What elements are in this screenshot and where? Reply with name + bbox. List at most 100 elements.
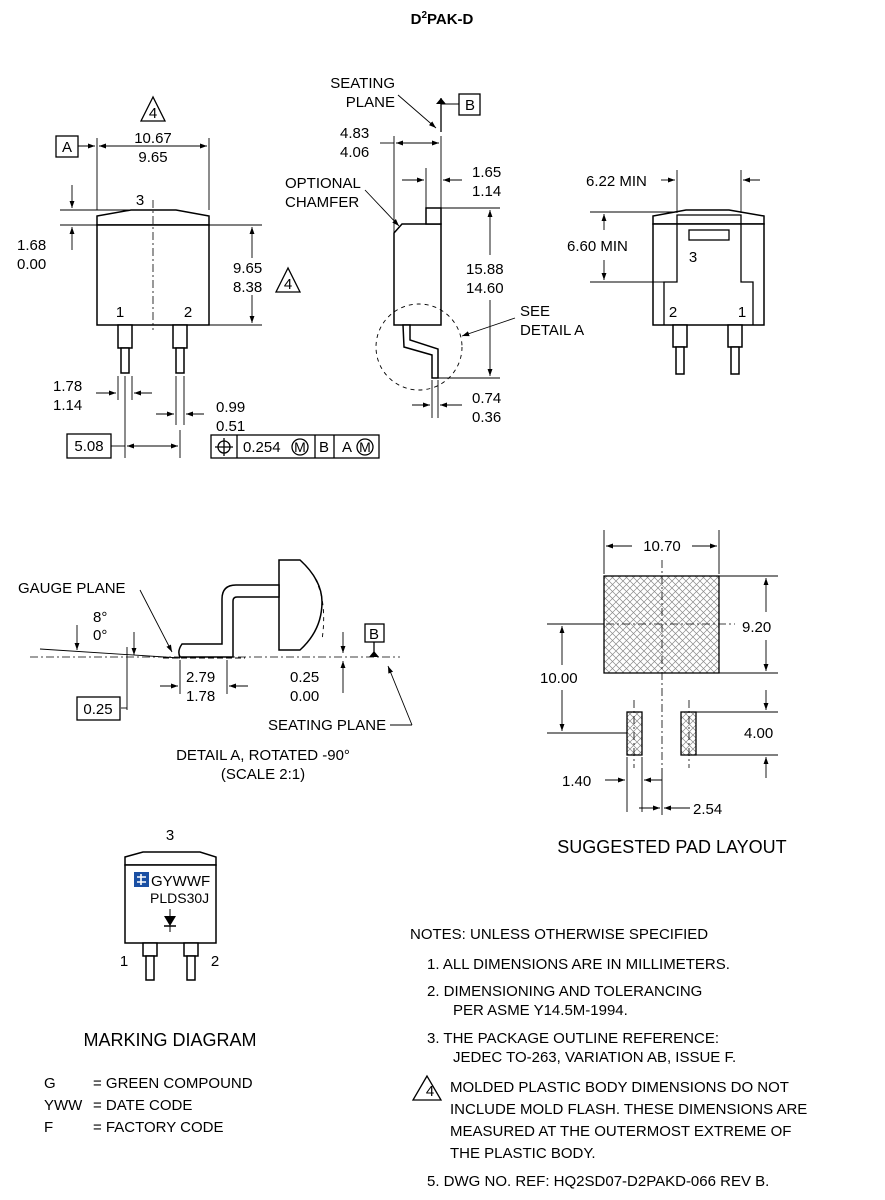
bottom-view-tab bbox=[663, 214, 754, 325]
note-5: 5. DWG NO. REF: HQ2SD07-D2PAKD-066 REV B… bbox=[427, 1173, 769, 1190]
side-seating-1: SEATING bbox=[330, 75, 395, 92]
top-lead-t-max: 0.99 bbox=[216, 399, 245, 416]
legend-desc-0: = GREEN COMPOUND bbox=[93, 1075, 253, 1092]
side-tab-min: 1.14 bbox=[472, 183, 501, 200]
fcf-datum-b: B bbox=[319, 439, 329, 456]
detail-angle-min: 0° bbox=[93, 627, 107, 644]
top-view-lead-2 bbox=[172, 324, 188, 349]
top-tab-max: 1.68 bbox=[17, 237, 46, 254]
detail-a: GAUGE PLANE 8° 0° B 2.79 1.78 0.25 0.00 … bbox=[18, 559, 413, 783]
detail-gauge: GAUGE PLANE bbox=[18, 580, 126, 597]
side-total-min: 14.60 bbox=[466, 280, 504, 297]
pad-h2: 4.00 bbox=[744, 725, 773, 742]
pad-h: 9.20 bbox=[742, 619, 771, 636]
detail-stand-max: 0.25 bbox=[290, 669, 319, 686]
top-height-max: 9.65 bbox=[233, 260, 262, 277]
diode-icon bbox=[164, 909, 176, 932]
legend-desc-1: = DATE CODE bbox=[93, 1097, 192, 1114]
fcf-tolerance: 0.254 bbox=[243, 439, 281, 456]
note-4d: THE PLASTIC BODY. bbox=[450, 1145, 596, 1162]
detail-a-lead bbox=[178, 584, 280, 658]
notes: NOTES: UNLESS OTHERWISE SPECIFIED 1. ALL… bbox=[410, 926, 807, 1190]
pad-large bbox=[603, 575, 720, 674]
side-view-body bbox=[393, 223, 442, 326]
side-chamfer-1: OPTIONAL bbox=[285, 175, 361, 192]
side-seating-2: PLANE bbox=[346, 94, 395, 111]
marking-diagram: 3 GYWWF PLDS30J 1 2 MARKING DIAGRAM G = … bbox=[44, 827, 257, 1136]
side-see-1: SEE bbox=[520, 303, 550, 320]
note-4c: MEASURED AT THE OUTERMOST EXTREME OF bbox=[450, 1123, 791, 1140]
detail-seating: SEATING PLANE bbox=[268, 717, 386, 734]
pad-layout: 10.70 9.20 10.00 4.00 1.40 2.54 SUGGESTE… bbox=[540, 530, 787, 857]
mark-pin-2: 2 bbox=[211, 953, 219, 970]
bottom-w-min: 6.22 MIN bbox=[586, 173, 647, 190]
detail-caption-1: DETAIL A, ROTATED -90° bbox=[176, 747, 350, 764]
note-4a: MOLDED PLASTIC BODY DIMENSIONS DO NOT bbox=[450, 1079, 789, 1096]
bottom-h-min: 6.60 MIN bbox=[567, 238, 628, 255]
datum-a: A bbox=[62, 139, 72, 156]
side-view-tab bbox=[425, 207, 442, 225]
fcf-datum-a: A bbox=[342, 439, 352, 456]
top-pin-3: 3 bbox=[136, 192, 144, 209]
datum-a-box bbox=[55, 135, 79, 158]
note-2b: PER ASME Y14.5M-1994. bbox=[453, 1002, 628, 1019]
feature-control-frame: 0.254 M B A M bbox=[210, 434, 380, 459]
bottom-pin-3: 3 bbox=[689, 249, 697, 266]
side-view-lead bbox=[402, 324, 439, 379]
pad-w: 10.70 bbox=[643, 538, 681, 555]
legend-code-1: YWW bbox=[44, 1097, 83, 1114]
top-height-min: 8.38 bbox=[233, 279, 262, 296]
mark-pin-3: 3 bbox=[166, 827, 174, 844]
pad-left bbox=[626, 711, 643, 756]
side-see-2: DETAIL A bbox=[520, 322, 584, 339]
note-4-triangle-top bbox=[139, 95, 167, 122]
legend-code-0: G bbox=[44, 1075, 56, 1092]
top-lead-w-max: 1.78 bbox=[53, 378, 82, 395]
side-view: SEATING PLANE B 4.83 4.06 OPTIONAL CHAMF… bbox=[285, 75, 584, 426]
detail-a-circle bbox=[375, 303, 463, 391]
drawing-title: D2PAK-D bbox=[411, 10, 474, 28]
brand-logo-icon bbox=[134, 872, 149, 887]
top-view-lead-1 bbox=[117, 324, 133, 349]
legend-desc-2: = FACTORY CODE bbox=[93, 1119, 223, 1136]
fcf-modifier: M bbox=[294, 439, 306, 455]
note-4-triangle-height bbox=[274, 266, 302, 293]
pad-total: 10.00 bbox=[540, 670, 578, 687]
detail-gauge-val: 0.25 bbox=[83, 701, 112, 718]
bottom-view: 3 2 1 6.22 MIN 6.60 MIN bbox=[567, 170, 765, 375]
detail-a-body bbox=[278, 559, 323, 651]
top-tab-min: 0.00 bbox=[17, 256, 46, 273]
detail-gauge-box bbox=[76, 696, 121, 721]
top-height-note: 4 bbox=[284, 276, 292, 293]
top-pin-2: 2 bbox=[184, 304, 192, 321]
note-4-triangle bbox=[411, 1074, 443, 1101]
detail-foot-min: 1.78 bbox=[186, 688, 215, 705]
detail-foot-max: 2.79 bbox=[186, 669, 215, 686]
top-width-max: 10.67 bbox=[134, 130, 172, 147]
pad-caption: SUGGESTED PAD LAYOUT bbox=[557, 837, 786, 857]
note-1: 1. ALL DIMENSIONS ARE IN MILLIMETERS. bbox=[427, 956, 730, 973]
side-lead-max: 0.74 bbox=[472, 390, 501, 407]
pad-pitch: 2.54 bbox=[693, 801, 722, 818]
detail-caption-2: (SCALE 2:1) bbox=[221, 766, 305, 783]
legend-code-2: F bbox=[44, 1119, 53, 1136]
side-datum-b: B bbox=[465, 97, 475, 114]
pad-w2: 1.40 bbox=[562, 773, 591, 790]
side-thick-max: 4.83 bbox=[340, 125, 369, 142]
datum-b-box bbox=[458, 93, 481, 116]
mark-caption: MARKING DIAGRAM bbox=[83, 1030, 256, 1050]
top-width-min: 9.65 bbox=[138, 149, 167, 166]
fcf-modifier-2: M bbox=[359, 439, 371, 455]
top-lead-w-min: 1.14 bbox=[53, 397, 82, 414]
note-4b: INCLUDE MOLD FLASH. THESE DIMENSIONS ARE bbox=[450, 1101, 807, 1118]
side-chamfer-2: CHAMFER bbox=[285, 194, 359, 211]
side-total-max: 15.88 bbox=[466, 261, 504, 278]
bottom-pin-2: 2 bbox=[669, 304, 677, 321]
note-2a: 2. DIMENSIONING AND TOLERANCING bbox=[427, 983, 702, 1000]
side-tab-max: 1.65 bbox=[472, 164, 501, 181]
top-pin-1: 1 bbox=[116, 304, 124, 321]
detail-datum-b: B bbox=[369, 626, 379, 643]
pad-right bbox=[680, 711, 697, 756]
top-lead-t-min: 0.51 bbox=[216, 418, 245, 435]
side-thick-min: 4.06 bbox=[340, 144, 369, 161]
